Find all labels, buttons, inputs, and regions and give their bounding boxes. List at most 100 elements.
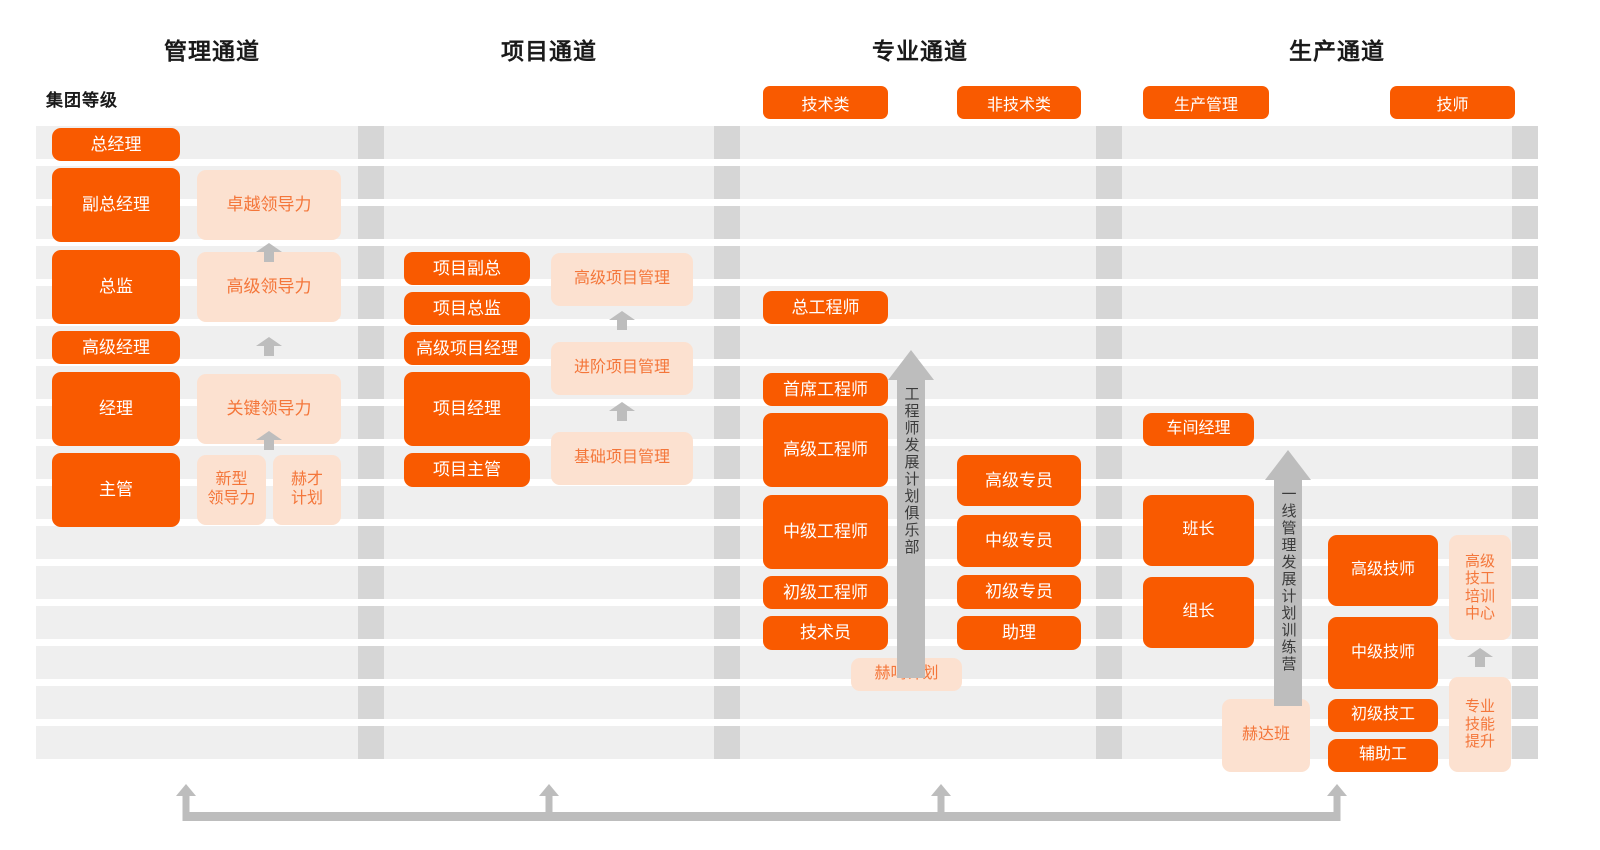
column-separator bbox=[358, 126, 384, 159]
grade-pill-project-0[interactable]: 项目副总 bbox=[404, 252, 530, 285]
column-separator bbox=[358, 646, 384, 679]
program-pill-project-0[interactable]: 高级项目管理 bbox=[551, 253, 693, 306]
column-separator bbox=[358, 446, 384, 479]
column-separator bbox=[714, 286, 740, 319]
grade-pill-technician-0[interactable]: 高级技师 bbox=[1328, 535, 1438, 606]
grade-row-band bbox=[36, 646, 1538, 679]
grade-pill-project-4[interactable]: 项目主管 bbox=[404, 453, 530, 487]
grade-pill-technician-1[interactable]: 中级技师 bbox=[1328, 617, 1438, 689]
grade-pill-technical-2[interactable]: 高级工程师 bbox=[763, 413, 888, 487]
category-chip-2[interactable]: 生产管理 bbox=[1143, 86, 1269, 119]
column-separator bbox=[358, 686, 384, 719]
grade-pill-mgmt-2[interactable]: 总监 bbox=[52, 250, 180, 324]
progression-arrow-mgmt-1 bbox=[256, 337, 282, 356]
grade-pill-nontechnical-3[interactable]: 助理 bbox=[957, 616, 1081, 650]
category-chip-3[interactable]: 技师 bbox=[1390, 86, 1515, 119]
category-chip-1[interactable]: 非技术类 bbox=[957, 86, 1081, 119]
column-separator bbox=[1096, 366, 1122, 399]
column-separator bbox=[714, 366, 740, 399]
progression-arrow-production-0 bbox=[1467, 648, 1493, 667]
grade-pill-mgmt-1[interactable]: 副总经理 bbox=[52, 168, 180, 242]
column-separator bbox=[714, 646, 740, 679]
column-separator bbox=[1512, 606, 1538, 639]
program-pill-production-0[interactable]: 赫达班 bbox=[1222, 699, 1310, 772]
grade-pill-project-3[interactable]: 项目经理 bbox=[404, 372, 530, 446]
grade-pill-nontechnical-2[interactable]: 初级专员 bbox=[957, 575, 1081, 609]
column-separator bbox=[358, 326, 384, 359]
grade-pill-technical-4[interactable]: 初级工程师 bbox=[763, 576, 888, 609]
progression-arrow-mgmt-0 bbox=[256, 243, 282, 262]
column-separator bbox=[714, 126, 740, 159]
program-pill-mgmt-0[interactable]: 卓越领导力 bbox=[197, 170, 341, 240]
column-separator bbox=[358, 526, 384, 559]
column-separator bbox=[358, 206, 384, 239]
column-separator bbox=[1512, 126, 1538, 159]
grade-pill-technician-3[interactable]: 辅助工 bbox=[1328, 739, 1438, 772]
grade-pill-mgmt-0[interactable]: 总经理 bbox=[52, 128, 180, 161]
column-separator bbox=[714, 726, 740, 759]
grade-pill-technician-2[interactable]: 初级技工 bbox=[1328, 699, 1438, 732]
column-separator bbox=[714, 406, 740, 439]
grade-pill-mgmt-3[interactable]: 高级经理 bbox=[52, 331, 180, 364]
column-separator bbox=[1512, 566, 1538, 599]
grade-pill-prodmgmt-2[interactable]: 组长 bbox=[1143, 577, 1254, 648]
arrow-head-icon bbox=[888, 350, 934, 380]
column-separator bbox=[1096, 206, 1122, 239]
progression-arrow-project-0 bbox=[609, 311, 635, 330]
column-separator bbox=[1096, 526, 1122, 559]
progression-arrow-mgmt-2 bbox=[256, 431, 282, 450]
grade-pill-technical-5[interactable]: 技术员 bbox=[763, 616, 888, 650]
arrow-shaft bbox=[1274, 480, 1302, 706]
grade-pill-prodmgmt-1[interactable]: 班长 bbox=[1143, 495, 1254, 566]
column-separator bbox=[358, 286, 384, 319]
arrow-shaft bbox=[897, 380, 925, 678]
grade-pill-technical-0[interactable]: 总工程师 bbox=[763, 291, 888, 324]
column-separator bbox=[358, 726, 384, 759]
column-separator bbox=[714, 686, 740, 719]
grade-row-band bbox=[36, 686, 1538, 719]
program-pill-project-1[interactable]: 进阶项目管理 bbox=[551, 342, 693, 395]
program-pill-production-1[interactable]: 高级 技工 培训 中心 bbox=[1449, 535, 1511, 640]
grade-pill-technical-1[interactable]: 首席工程师 bbox=[763, 373, 888, 406]
channel-title-2: 专业通道 bbox=[872, 38, 968, 64]
engineer-development-arrow: 工程师发展计划俱乐部 bbox=[888, 350, 934, 678]
program-pill-mgmt-1[interactable]: 高级领导力 bbox=[197, 252, 341, 322]
channel-title-3: 生产通道 bbox=[1289, 38, 1385, 64]
column-separator bbox=[1096, 606, 1122, 639]
grade-pill-mgmt-4[interactable]: 经理 bbox=[52, 372, 180, 446]
column-separator bbox=[1512, 326, 1538, 359]
column-separator bbox=[1512, 206, 1538, 239]
column-separator bbox=[1096, 286, 1122, 319]
program-pill-mgmt-3[interactable]: 新型 领导力 bbox=[197, 455, 266, 525]
column-separator bbox=[714, 606, 740, 639]
column-separator bbox=[1512, 366, 1538, 399]
arrow-label: 一线管理发展计划训练营 bbox=[1279, 486, 1297, 673]
grade-pill-nontechnical-1[interactable]: 中级专员 bbox=[957, 515, 1081, 567]
grade-pill-mgmt-5[interactable]: 主管 bbox=[52, 453, 180, 527]
column-separator bbox=[1096, 646, 1122, 679]
column-separator bbox=[1512, 646, 1538, 679]
grade-pill-technical-3[interactable]: 中级工程师 bbox=[763, 495, 888, 569]
program-pill-mgmt-4[interactable]: 赫才 计划 bbox=[273, 455, 341, 525]
column-separator bbox=[358, 406, 384, 439]
program-pill-production-2[interactable]: 专业 技能 提升 bbox=[1449, 677, 1511, 772]
column-separator bbox=[1096, 566, 1122, 599]
grade-pill-project-2[interactable]: 高级项目经理 bbox=[404, 332, 530, 365]
channel-title-1: 项目通道 bbox=[501, 38, 597, 64]
grade-pill-prodmgmt-0[interactable]: 车间经理 bbox=[1143, 413, 1254, 446]
grade-pill-project-1[interactable]: 项目总监 bbox=[404, 292, 530, 325]
grade-pill-nontechnical-0[interactable]: 高级专员 bbox=[957, 455, 1081, 506]
column-separator bbox=[714, 206, 740, 239]
column-separator bbox=[1096, 726, 1122, 759]
grade-axis-label: 集团等级 bbox=[46, 91, 118, 110]
column-separator bbox=[714, 526, 740, 559]
column-separator bbox=[714, 166, 740, 199]
channel-title-0: 管理通道 bbox=[164, 38, 260, 64]
progression-arrow-project-1 bbox=[609, 402, 635, 421]
arrow-head-icon bbox=[1265, 450, 1311, 480]
program-pill-project-2[interactable]: 基础项目管理 bbox=[551, 432, 693, 485]
grade-row-band bbox=[36, 126, 1538, 159]
column-separator bbox=[1096, 686, 1122, 719]
frontline-management-arrow: 一线管理发展计划训练营 bbox=[1265, 450, 1311, 706]
category-chip-0[interactable]: 技术类 bbox=[763, 86, 888, 119]
